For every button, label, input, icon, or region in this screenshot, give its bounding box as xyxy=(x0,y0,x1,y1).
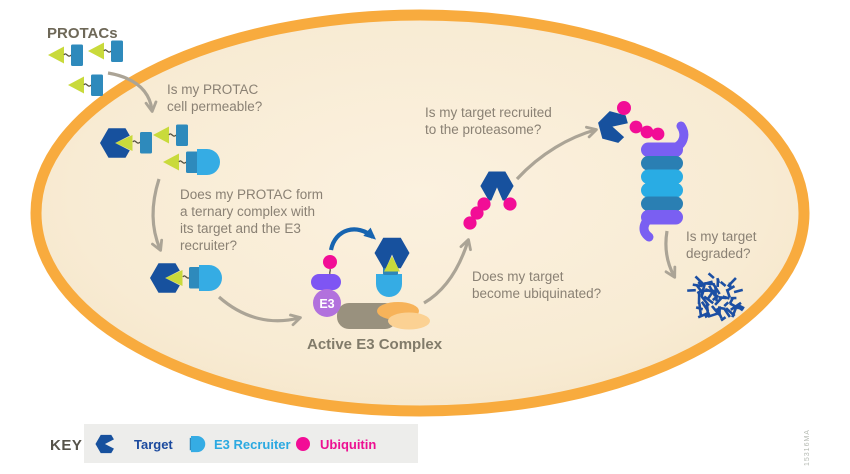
e3-badge-label: E3 xyxy=(319,297,334,311)
key-e3-recruiter-label: E3 Recruiter xyxy=(214,437,291,452)
active-e3-complex: E3 xyxy=(311,227,430,330)
question-degraded: Is my target degraded? xyxy=(686,229,757,261)
figure-id-watermark: 15316MA xyxy=(804,429,811,466)
key-item-target: Target xyxy=(134,437,229,452)
arrow-to-active-complex xyxy=(217,295,302,327)
question-ternary-complex: Does my PROTAC form a ternary complex wi… xyxy=(180,187,324,253)
key-item-e3-recruiter: E3 Recruiter xyxy=(214,437,324,452)
arrow-to-ubiquitination xyxy=(423,238,472,305)
ubiquitin xyxy=(629,120,643,134)
free-protac xyxy=(152,123,189,147)
e3-recruiter xyxy=(197,149,220,175)
question-recruited-proteasome: Is my target recruited to the proteasome… xyxy=(425,105,552,137)
proteasome xyxy=(639,121,689,242)
question-cell-permeable: Is my PROTAC cell permeable? xyxy=(167,82,263,114)
protac-bound-recruiter xyxy=(162,149,220,175)
arrow-to-degradation xyxy=(664,230,677,279)
ubiquitinated-target xyxy=(463,171,517,230)
protacs-title: PROTACs xyxy=(47,25,118,42)
ubiquitin xyxy=(651,127,665,141)
e3-ligase xyxy=(311,274,341,290)
arrow-to-ternary xyxy=(151,178,164,252)
ubiquitin xyxy=(640,125,654,139)
active-e3-complex-label: Active E3 Complex xyxy=(307,336,443,353)
ubiquitin xyxy=(503,197,517,211)
ligand-icon xyxy=(165,270,183,286)
ubiquitin-transfer-arrow xyxy=(328,227,377,251)
protac-molecule xyxy=(67,73,104,97)
target-protein xyxy=(374,237,410,269)
key-item-ubiquitin: Ubiquitin xyxy=(320,437,376,452)
e3-badge xyxy=(313,289,341,317)
key-target-label: Target xyxy=(134,437,173,452)
protac-molecule xyxy=(47,43,84,67)
adaptor-protein xyxy=(377,302,419,320)
ternary-complex xyxy=(150,263,222,293)
proteasome-target xyxy=(594,101,665,144)
e3-recruiter xyxy=(199,265,222,291)
ubiquitin xyxy=(470,206,484,220)
adaptor-protein xyxy=(388,312,430,330)
key-ubiquitin-label: Ubiquitin xyxy=(320,437,377,452)
arrow-enter-cell xyxy=(107,71,158,113)
target-protein xyxy=(150,263,180,293)
target-protein xyxy=(100,128,130,158)
ligand-icon xyxy=(115,135,133,151)
e3-recruiter xyxy=(376,274,402,297)
question-ubiquitinated: Does my target become ubiquinated? xyxy=(472,269,602,301)
ubiquitin xyxy=(463,216,477,230)
protac-molecule xyxy=(87,39,124,63)
ubiquitin xyxy=(477,197,491,211)
protac-bound-target xyxy=(100,128,152,158)
key-heading: KEY xyxy=(50,437,83,454)
degraded-fragments xyxy=(687,272,745,322)
ligand-icon xyxy=(384,256,400,272)
ubiquitin xyxy=(617,101,631,115)
key-box xyxy=(84,424,418,463)
target-protein xyxy=(594,108,630,144)
e3-scaffold xyxy=(337,303,397,329)
target-protein xyxy=(480,171,514,201)
ubiquitin xyxy=(323,255,337,269)
